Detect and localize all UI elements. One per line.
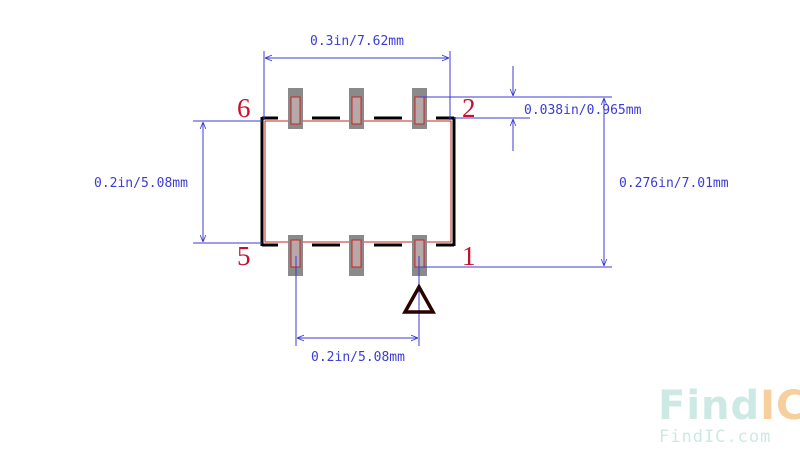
pin-label-5: 5 — [237, 241, 251, 271]
pin-label-2: 2 — [462, 93, 476, 123]
dimension-pad-width — [420, 66, 612, 151]
watermark-find: Find — [658, 383, 760, 429]
dimension-bottom-pitch — [295, 256, 420, 346]
svg-text:FindIC: FindIC — [658, 383, 800, 429]
label-left-height: 0.2in/5.08mm — [94, 176, 188, 191]
watermark-ic: IC — [760, 383, 800, 429]
label-pad-width: 0.038in/0.965mm — [524, 103, 642, 118]
pad-middle-top — [349, 88, 364, 129]
label-bottom-pitch: 0.2in/5.08mm — [311, 350, 405, 365]
label-top-width: 0.3in/7.62mm — [310, 34, 404, 49]
pad-6 — [288, 88, 303, 129]
dimension-right-height — [420, 98, 612, 268]
body-courtyard — [264, 120, 452, 243]
watermark-url: FindIC.com — [659, 427, 771, 447]
pad-middle-bottom — [349, 235, 364, 276]
triangle-outline-icon — [402, 283, 436, 314]
label-right-height: 0.276in/7.01mm — [619, 176, 729, 191]
dimension-top-width — [263, 51, 451, 120]
package-body-outline — [260, 116, 456, 247]
findic-watermark: FindIC FindIC.com — [658, 383, 800, 447]
pin-label-6: 6 — [237, 93, 251, 123]
pads — [288, 88, 427, 276]
pad-2 — [412, 88, 427, 129]
pin-label-1: 1 — [462, 241, 476, 271]
dimension-left-height — [193, 120, 262, 244]
